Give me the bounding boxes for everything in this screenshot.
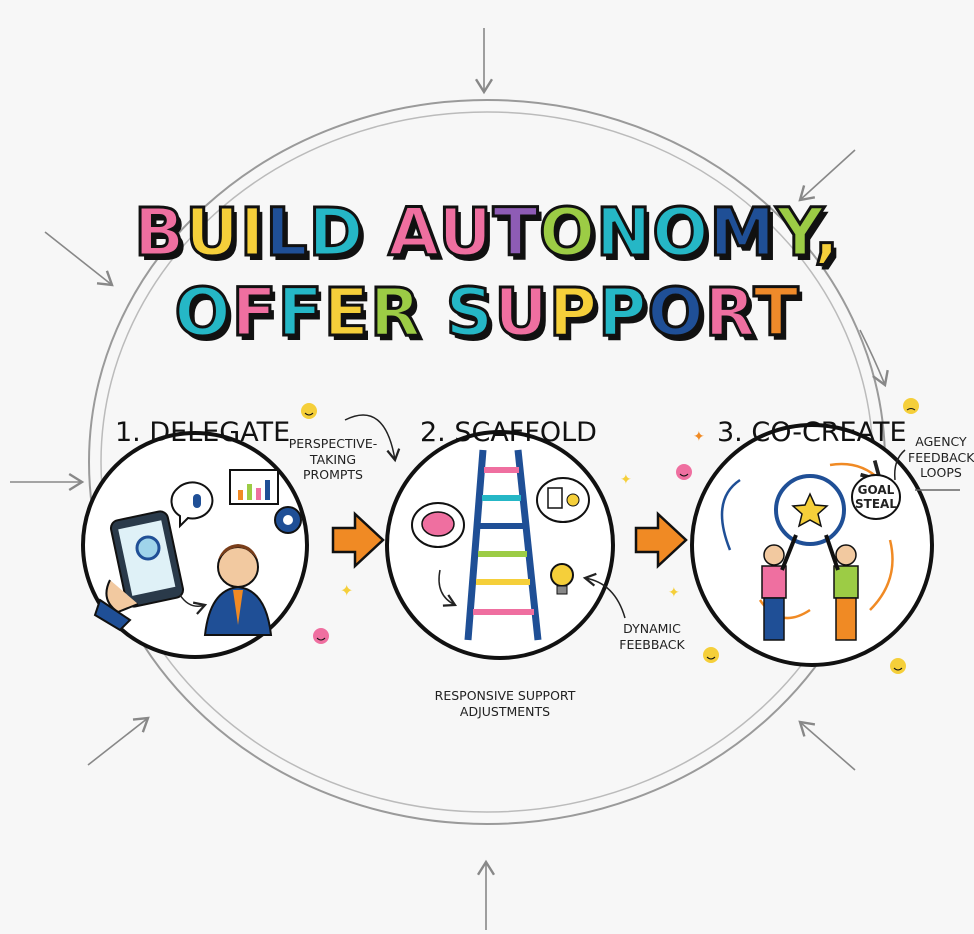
title-letter: N xyxy=(595,194,653,271)
gear-icon xyxy=(566,493,580,507)
label-line: GOAL xyxy=(857,483,895,497)
sparkle-icon: ✦ xyxy=(340,581,353,600)
arrow-right-icon xyxy=(634,511,688,569)
label-line: FEEDBACK xyxy=(908,449,974,465)
step-cocreate-heading: 3. CO-CREATE xyxy=(717,417,907,448)
step-delegate-heading: 1. DELEGATE xyxy=(115,417,291,448)
agency-feedback-label: AGENCY FEEDBACK LOOPS xyxy=(908,434,974,481)
title-letter: S xyxy=(444,274,495,351)
title-letter: A xyxy=(387,194,439,271)
microphone-icon xyxy=(193,494,201,508)
label-line: PROMPTS xyxy=(303,467,363,483)
title-letter: I xyxy=(238,194,266,271)
decorations: ✦ ✦ ✦ ✦ xyxy=(301,398,919,674)
title-letter: E xyxy=(322,274,370,351)
arrow-top-right xyxy=(798,149,856,202)
title-letter: F xyxy=(230,274,278,351)
title-letter xyxy=(422,274,446,351)
sad-face-icon xyxy=(903,398,919,414)
brain-icon xyxy=(421,511,455,537)
title-letter: F xyxy=(276,274,324,351)
speech-bubble-icon xyxy=(170,481,214,529)
title-letter: U xyxy=(437,194,494,271)
arrow-top-left xyxy=(44,231,114,287)
flow-arrows xyxy=(331,511,688,569)
arrow-bottom-left xyxy=(87,716,150,766)
smiley-icon xyxy=(703,647,719,663)
arrow-bottom-right xyxy=(798,720,856,771)
label-line: STEAL xyxy=(855,497,897,512)
title-letter: D xyxy=(307,194,365,271)
title-letter: O xyxy=(651,194,710,271)
title-letter: U xyxy=(184,194,241,271)
title-letter: R xyxy=(368,274,422,351)
title-letter: P xyxy=(597,274,648,351)
scaffold-circle xyxy=(385,430,615,660)
title-letter xyxy=(364,194,388,271)
person-avatar xyxy=(763,544,785,566)
title-letter: T xyxy=(752,274,800,351)
arrow-ring-right xyxy=(859,329,889,388)
magnifier-icon xyxy=(135,535,161,561)
delegate-illustration xyxy=(93,469,302,636)
label-line: RESPONSIVE SUPPORT xyxy=(434,688,576,703)
responsive-support-label: RESPONSIVE SUPPORT ADJUSTMENTS xyxy=(425,688,585,719)
checklist-bubble-icon xyxy=(536,477,590,523)
smiley-icon xyxy=(890,658,906,674)
smiley-icon xyxy=(676,464,692,480)
inward-arrows xyxy=(10,28,889,930)
goal-steal-bubble: GOAL STEAL xyxy=(852,483,900,512)
title-letter: O xyxy=(646,274,705,351)
label-line: PERSPECTIVE- xyxy=(288,436,378,451)
title-letter: U xyxy=(493,274,550,351)
person-avatar xyxy=(835,544,857,566)
chart-icon xyxy=(229,469,279,505)
ladder-illustration xyxy=(344,414,626,641)
label-line: ADJUSTMENTS xyxy=(459,703,551,719)
label-line: DYNAMIC xyxy=(623,621,681,636)
title-line-2: OFFER SUPPORT xyxy=(0,278,974,347)
label-line: FEEBBACK xyxy=(619,636,685,652)
label-line: LOOPS xyxy=(920,465,962,481)
title-letter: R xyxy=(703,274,754,351)
sparkle-icon: ✦ xyxy=(668,585,680,601)
lightbulb-icon xyxy=(550,563,574,587)
title-letter: O xyxy=(537,194,597,271)
title-letter: P xyxy=(547,274,599,351)
smiley-icon xyxy=(313,628,329,644)
title-letter: T xyxy=(491,194,539,271)
title-letter: Y xyxy=(775,194,815,271)
star-icon xyxy=(791,492,829,528)
title-letter: L xyxy=(264,194,309,271)
arrow-right-icon xyxy=(331,511,385,569)
sparkle-icon: ✦ xyxy=(693,429,705,445)
title-letter: O xyxy=(173,274,232,351)
title-line-1: BUILD AUTONOMY, xyxy=(0,198,974,267)
title-letter: M xyxy=(708,194,777,271)
sparkle-icon: ✦ xyxy=(620,472,632,488)
speech-bubble-icon xyxy=(851,474,901,520)
title-letter: , xyxy=(812,194,841,271)
title-letter: B xyxy=(132,194,186,271)
cocreate-illustration xyxy=(720,449,960,641)
dynamic-feedback-label: DYNAMIC FEEBBACK xyxy=(612,621,692,652)
label-line: AGENCY xyxy=(915,434,967,449)
label-line: TAKING xyxy=(309,451,357,467)
perspective-taking-label: PERSPECTIVE- TAKING PROMPTS xyxy=(288,436,378,483)
step-scaffold-heading: 2. SCAFFOLD xyxy=(420,417,597,448)
smiley-icon xyxy=(301,403,317,419)
